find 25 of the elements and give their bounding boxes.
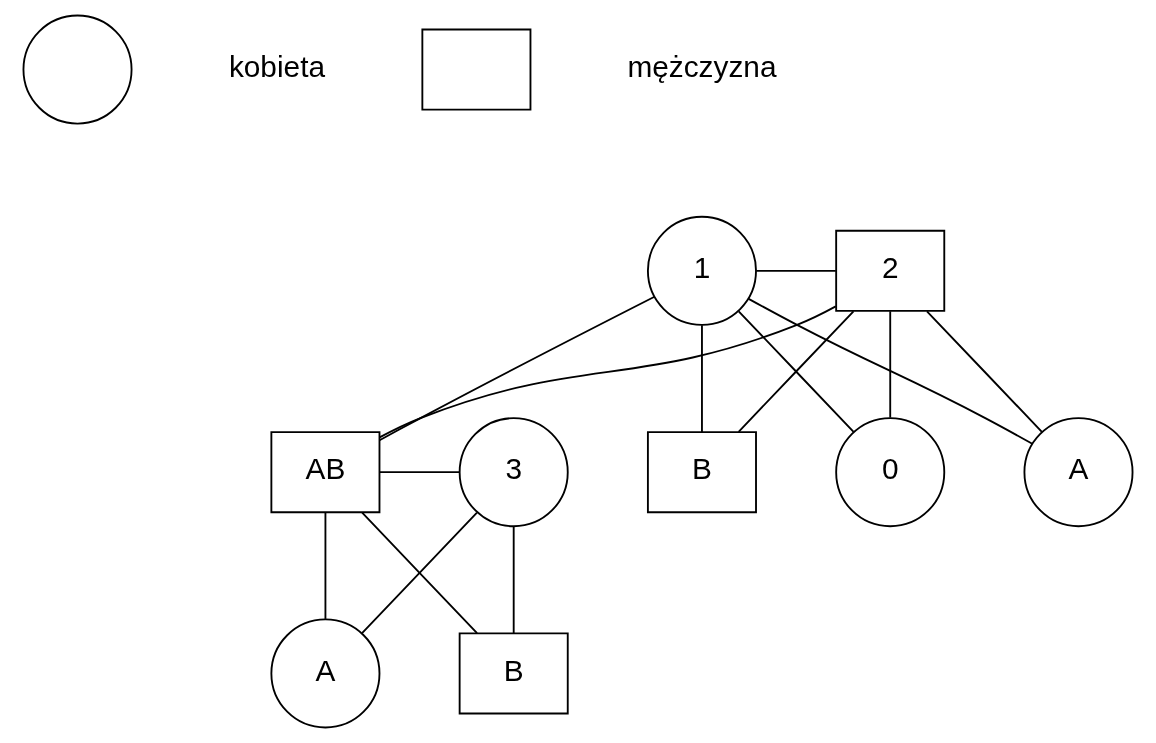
connector — [378, 295, 656, 442]
node-circle — [22, 14, 133, 125]
node-box — [421, 28, 532, 111]
node-circle: 1 — [646, 215, 757, 326]
node-box: B — [646, 431, 757, 514]
connector — [747, 297, 1034, 445]
node-box: 2 — [835, 229, 946, 312]
connector — [755, 269, 837, 272]
node-circle: A — [270, 618, 381, 729]
legend-label: mężczyzna — [627, 49, 777, 83]
connector — [889, 310, 892, 419]
node-box: B — [458, 632, 569, 715]
connector — [378, 305, 837, 439]
connector — [361, 511, 478, 635]
connector — [512, 525, 515, 635]
connector — [378, 471, 461, 474]
legend-label: kobieta — [228, 49, 326, 83]
connector — [701, 324, 703, 433]
node-circle: A — [1023, 417, 1134, 528]
connector — [926, 310, 1043, 433]
node-circle: 0 — [835, 417, 946, 528]
connector — [324, 511, 327, 620]
connector — [737, 310, 855, 433]
node-circle: 3 — [458, 417, 569, 528]
node-box: AB — [270, 431, 381, 514]
